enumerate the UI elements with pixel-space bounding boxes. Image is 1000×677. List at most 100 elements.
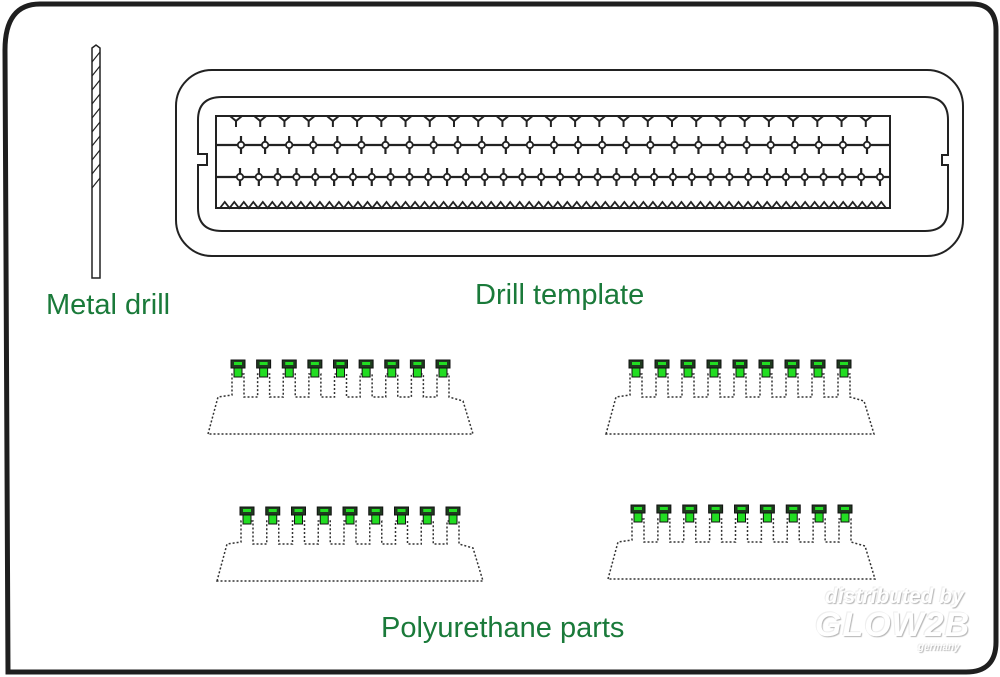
pin-head-light: [336, 362, 345, 365]
connector-pin-icon: [409, 359, 425, 378]
pin-head-light: [634, 507, 642, 510]
pin-body: [840, 512, 850, 523]
template-pin-hole: [631, 172, 640, 182]
pin-body: [422, 514, 432, 525]
pin-body: [259, 367, 269, 378]
pin-head-light: [310, 362, 319, 365]
template-pin-hole: [309, 140, 318, 150]
pin-head-light: [362, 362, 371, 365]
template-pin-hole: [781, 172, 790, 182]
template-pin-hole: [762, 172, 772, 182]
connector-pin-icon: [630, 504, 646, 523]
pin-head-light: [285, 362, 294, 365]
template-pin-hole: [348, 172, 358, 182]
part-bottom-left: [216, 506, 485, 582]
template-pin-hole: [442, 172, 452, 182]
template-pin-hole: [800, 172, 809, 182]
pin-body: [762, 512, 772, 523]
pin-head-light: [763, 507, 772, 510]
template-inner-plate: [215, 115, 891, 209]
template-pin-hole: [260, 140, 270, 150]
pin-head-light: [762, 362, 770, 365]
pin-body: [735, 367, 745, 378]
connector-pin-icon: [281, 359, 297, 378]
template-pin-hole: [725, 172, 734, 182]
template-pin-hole: [838, 140, 848, 150]
connector-pin-icon: [628, 359, 644, 378]
pin-head-light: [234, 362, 242, 365]
template-pin-hole: [386, 172, 395, 182]
connector-pin-icon: [394, 506, 409, 525]
part-outline: [605, 373, 876, 435]
pin-head-light: [268, 509, 277, 512]
connector-pin-icon: [708, 504, 724, 523]
pin-body: [814, 512, 824, 523]
template-pin-hole: [819, 172, 828, 182]
connector-pin-icon: [837, 504, 853, 523]
pin-body: [761, 367, 771, 378]
connector-pin-icon: [358, 359, 374, 378]
pin-head-light: [841, 507, 849, 510]
pin-body: [633, 512, 643, 523]
drill-flute: [91, 163, 101, 175]
pin-head-light: [397, 509, 406, 512]
pin-head-light: [439, 362, 447, 365]
drill-flute: [91, 135, 101, 147]
pin-head-light: [685, 507, 694, 510]
template-bottom-teeth: [219, 200, 887, 210]
pin-head-light: [259, 362, 268, 365]
template-pin-hole: [598, 140, 607, 150]
template-pin-hole: [285, 140, 294, 150]
connector-pin-icon: [435, 359, 451, 378]
metal-drill-icon: [91, 44, 101, 279]
template-pin-hole: [518, 172, 527, 182]
template-pin-hole: [857, 172, 866, 182]
pin-body: [657, 367, 667, 378]
template-pin-hole: [367, 172, 376, 182]
template-pin-hole: [838, 172, 847, 182]
connector-pin-icon: [759, 504, 775, 523]
watermark-logo: GLOW2B: [815, 606, 971, 644]
pin-body: [659, 512, 669, 523]
template-pin-hole: [862, 140, 872, 150]
pin-head-light: [737, 507, 746, 510]
connector-pin-icon: [654, 359, 670, 378]
part-top-right: [605, 359, 876, 435]
pin-head-light: [815, 507, 824, 510]
template-pin-hole: [549, 140, 559, 150]
connector-pin-icon: [342, 506, 358, 525]
pin-body: [788, 512, 798, 523]
template-middle-frame: [197, 96, 949, 232]
template-pin-hole: [330, 172, 339, 182]
template-pin-hole: [555, 172, 565, 182]
template-pin-hole: [525, 140, 535, 150]
pin-body: [787, 367, 797, 378]
pin-body: [310, 367, 320, 378]
template-pin-hole: [405, 172, 414, 182]
connector-pin-icon: [836, 359, 852, 378]
connector-pin-icon: [734, 504, 749, 523]
pin-head-light: [387, 362, 396, 365]
template-pin-hole: [254, 172, 263, 182]
template-pin-hole: [718, 140, 727, 150]
connector-pin-icon: [291, 506, 306, 525]
connector-pin-icon: [419, 506, 435, 525]
pin-head-light: [632, 362, 640, 365]
part-outline: [207, 373, 475, 435]
template-pin-hole: [537, 172, 546, 182]
template-pin-hole: [501, 140, 510, 150]
template-pin-hole: [574, 172, 583, 182]
connector-pin-icon: [384, 359, 400, 378]
drill-flute: [91, 51, 101, 63]
template-pin-hole: [461, 172, 470, 182]
template-notch-edge: [216, 115, 873, 123]
connector-pin-icon: [732, 359, 748, 378]
template-pin-hole: [573, 140, 583, 150]
template-pin-hole: [622, 140, 631, 150]
connector-pin-icon: [811, 504, 827, 523]
drill-flute: [91, 177, 101, 189]
template-outer-frame: [175, 69, 964, 257]
pin-head-light: [346, 509, 354, 512]
template-pin-hole: [646, 140, 655, 150]
pin-body: [268, 514, 278, 525]
